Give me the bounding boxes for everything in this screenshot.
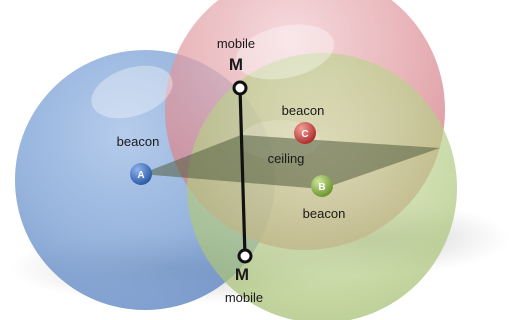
beacon-b-letter: B	[318, 182, 325, 193]
mobile-top-label: mobile	[217, 36, 255, 51]
beacon-a-marker: A	[130, 163, 152, 185]
beacon-a-label: beacon	[117, 134, 160, 149]
sphere-highlight-blue	[91, 65, 173, 119]
m-bottom-label: M	[235, 265, 249, 284]
sphere-highlight-red	[235, 24, 335, 80]
beacon-b-marker: B	[311, 175, 333, 197]
beacon-a-letter: A	[137, 170, 144, 181]
beacon-c-marker: C	[294, 122, 316, 144]
mobile-bottom-label: mobile	[225, 290, 263, 305]
beacon-c-label: beacon	[282, 103, 325, 118]
beacon-b-label: beacon	[303, 206, 346, 221]
mobile-vertical-line	[238, 87, 247, 257]
mobile-top-point	[232, 80, 248, 96]
ceiling-plane	[141, 135, 440, 189]
m-top-label: M	[229, 55, 243, 74]
beacon-c-letter: C	[301, 129, 308, 140]
mobile-bottom-point	[237, 248, 253, 264]
ceiling-label: ceiling	[268, 151, 305, 166]
